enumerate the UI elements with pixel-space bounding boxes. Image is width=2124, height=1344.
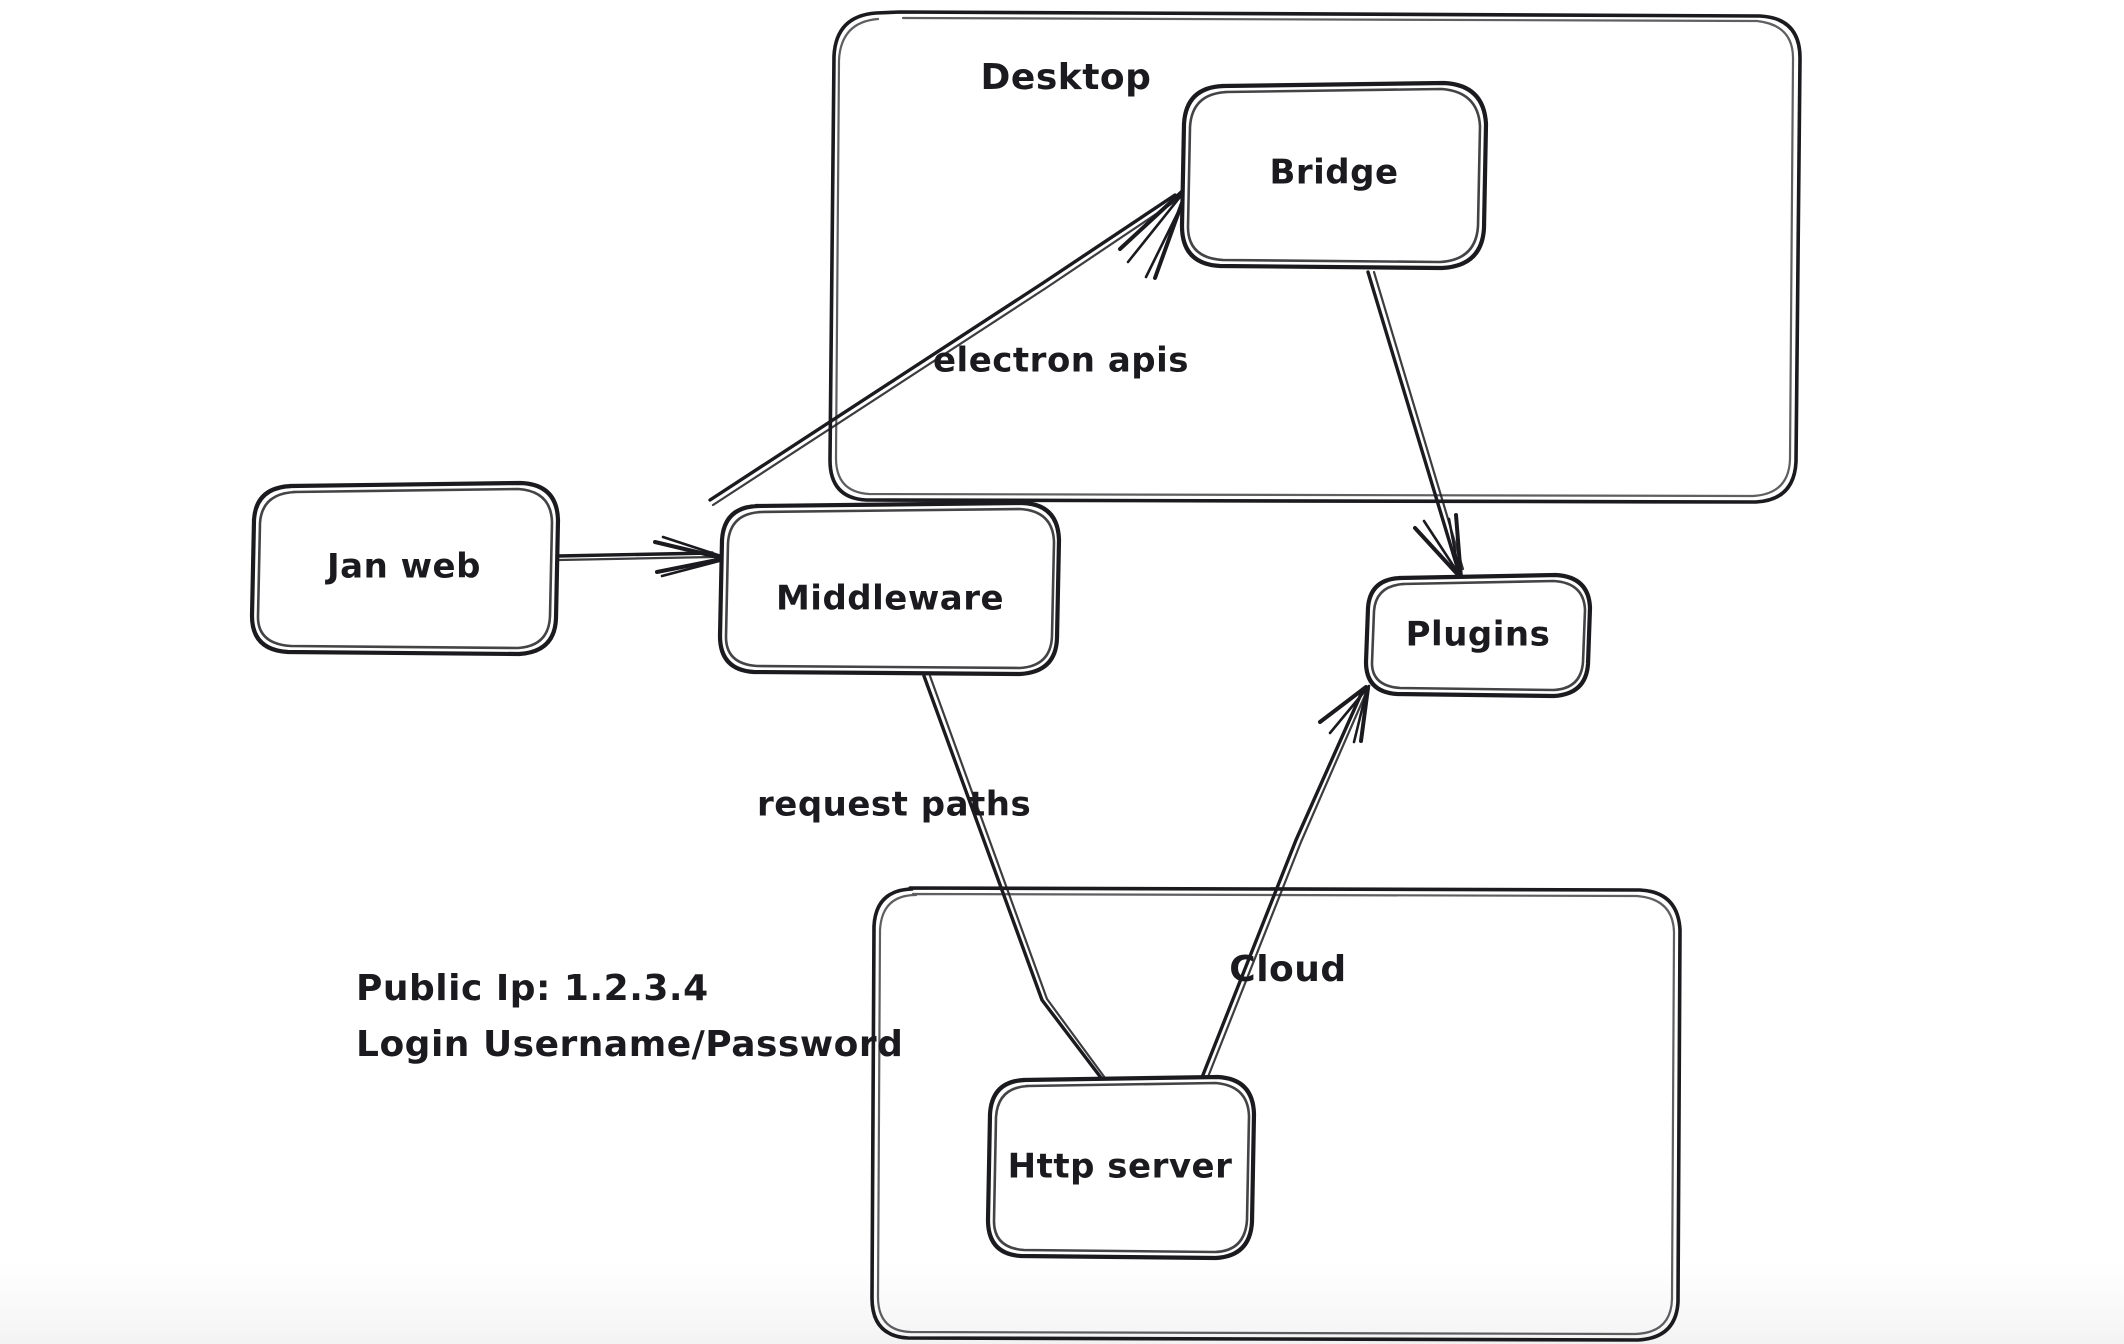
note-public-ip: Public Ip: 1.2.3.4 (356, 968, 709, 1009)
node-middleware[interactable]: Middleware (717, 500, 1062, 677)
group-desktop[interactable]: Desktop (828, 10, 1802, 504)
group-desktop-label: Desktop (981, 57, 1152, 98)
edge-bridge-to-plugins[interactable] (1366, 270, 1465, 581)
node-jan-web[interactable]: Jan web (249, 480, 561, 657)
edge-label-electron-apis: electron apis (933, 341, 1189, 381)
node-bridge[interactable]: Bridge (1179, 80, 1489, 271)
edge-middleware-to-bridge[interactable]: electron apis (708, 185, 1191, 507)
edge-http-server-to-plugins[interactable] (1197, 684, 1371, 1089)
edge-label-request-paths: request paths (757, 785, 1031, 825)
node-jan-web-label: Jan web (325, 547, 481, 587)
note-block: Public Ip: 1.2.3.4 Login Username/Passwo… (356, 968, 903, 1065)
node-plugins-label: Plugins (1406, 615, 1551, 655)
note-login: Login Username/Password (356, 1024, 903, 1065)
node-bridge-label: Bridge (1269, 153, 1398, 193)
node-plugins[interactable]: Plugins (1363, 572, 1593, 699)
node-http-server[interactable]: Http server (985, 1074, 1257, 1261)
edge-jan-web-to-middleware[interactable] (556, 535, 726, 578)
group-cloud[interactable]: Cloud (870, 886, 1682, 1342)
group-cloud-label: Cloud (1229, 949, 1346, 990)
edge-middleware-to-http-server[interactable]: request paths (757, 674, 1110, 1085)
node-middleware-label: Middleware (776, 579, 1004, 619)
node-http-server-label: Http server (1008, 1147, 1233, 1187)
